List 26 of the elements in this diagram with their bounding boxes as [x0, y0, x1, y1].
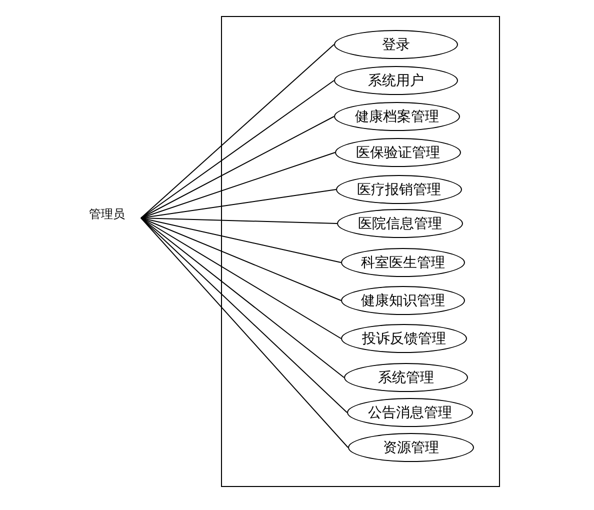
actor-label: 管理员 [89, 206, 139, 222]
use-case-ellipse: 健康档案管理 [334, 102, 460, 131]
association-line [140, 44, 334, 218]
association-line [140, 218, 348, 413]
association-line [140, 218, 338, 224]
system-boundary [221, 16, 500, 487]
use-case-ellipse: 科室医生管理 [341, 248, 465, 277]
use-case-ellipse: 资源管理 [348, 433, 474, 462]
association-line [140, 218, 342, 263]
association-line [140, 152, 336, 218]
use-case-ellipse: 投诉反馈管理 [341, 324, 467, 353]
association-line [140, 80, 334, 218]
use-case-ellipse: 系统管理 [344, 363, 468, 392]
use-case-ellipse: 登录 [334, 30, 458, 59]
use-case-ellipse: 医院信息管理 [337, 209, 463, 238]
association-line [140, 218, 342, 339]
use-case-ellipse: 医保验证管理 [335, 138, 461, 167]
use-case-ellipse: 公告消息管理 [347, 398, 473, 427]
association-line [140, 116, 334, 218]
association-line [140, 189, 336, 218]
use-case-ellipse: 健康知识管理 [341, 286, 465, 315]
association-line [140, 218, 344, 378]
use-case-ellipse: 医疗报销管理 [336, 175, 462, 204]
association-line [140, 218, 348, 448]
association-line [140, 218, 342, 301]
use-case-ellipse: 系统用户 [334, 66, 458, 95]
